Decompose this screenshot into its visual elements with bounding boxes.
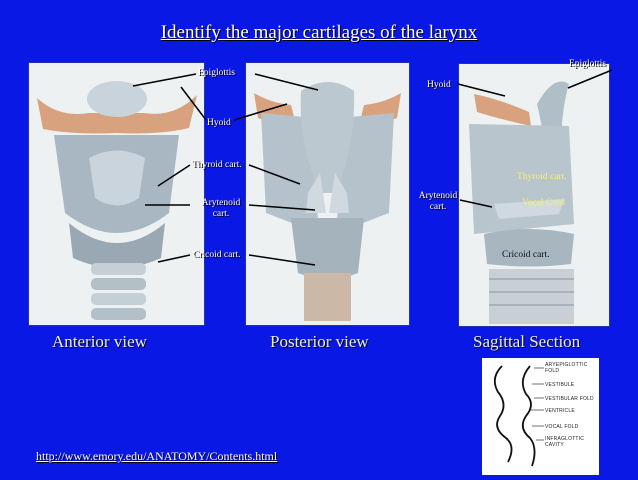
caption-anterior-view: Anterior view	[52, 332, 147, 351]
caption-sagittal-section: Sagittal Section	[473, 332, 581, 351]
diagram-label-vocal-fold: VOCAL FOLD	[545, 424, 579, 430]
label-sagittal-epiglottis: Epiglottis	[569, 59, 606, 69]
caption-posterior-view: Posterior view	[270, 332, 369, 351]
label-arytenoid-line1: Arytenoid	[201, 198, 241, 208]
label-hyoid: Hyoid	[207, 118, 231, 128]
label-sagittal-arytenoid-line2: cart.	[429, 202, 447, 212]
label-cricoid-cartilage: Cricoid cart.	[193, 250, 241, 260]
diagram-label-infraglottic: INFRAGLOTTIC	[545, 436, 584, 442]
sagittal-larynx-illustration	[459, 64, 609, 326]
label-arytenoid-line2: cart.	[212, 209, 230, 219]
anterior-view-image	[28, 62, 205, 326]
posterior-larynx-illustration	[246, 63, 409, 325]
label-sagittal-thyroid: Thyroid cart.	[517, 172, 567, 182]
diagram-label-vestibular-fold: VESTIBULAR FOLD	[545, 396, 594, 402]
diagram-label-ventricle: VENTRICLE	[545, 408, 575, 414]
label-thyroid-cartilage: Thyroid cart.	[192, 160, 242, 170]
posterior-view-image	[245, 62, 410, 326]
label-sagittal-arytenoid: Arytenoid cart.	[415, 191, 461, 213]
diagram-label-fold: FOLD	[545, 368, 559, 374]
diagram-label-vestibule: VESTIBULE	[545, 382, 575, 388]
source-url-link[interactable]: http://www.emory.edu/ANATOMY/Contents.ht…	[36, 449, 278, 463]
label-sagittal-vocal-cord: Vocal Cord	[522, 198, 565, 208]
label-sagittal-hyoid: Hyoid	[427, 80, 451, 90]
label-arytenoid-cartilage: Arytenoid cart.	[196, 198, 246, 220]
anterior-larynx-illustration	[29, 63, 204, 325]
label-epiglottis: Epiglottis	[198, 68, 235, 78]
diagram-label-aryepiglottic: ARYEPIGLOTTIC	[545, 362, 588, 368]
sagittal-section-image	[458, 63, 610, 327]
label-sagittal-arytenoid-line1: Arytenoid	[418, 191, 458, 201]
laryngeal-folds-diagram: ARYEPIGLOTTIC FOLD VESTIBULE VESTIBULAR …	[482, 358, 599, 475]
folds-diagram-svg: ARYEPIGLOTTIC FOLD VESTIBULE VESTIBULAR …	[493, 362, 594, 467]
label-sagittal-cricoid: Cricoid cart.	[502, 250, 550, 260]
slide-title: Identify the major cartilages of the lar…	[160, 22, 478, 43]
diagram-label-cavity: CAVITY	[545, 442, 564, 448]
